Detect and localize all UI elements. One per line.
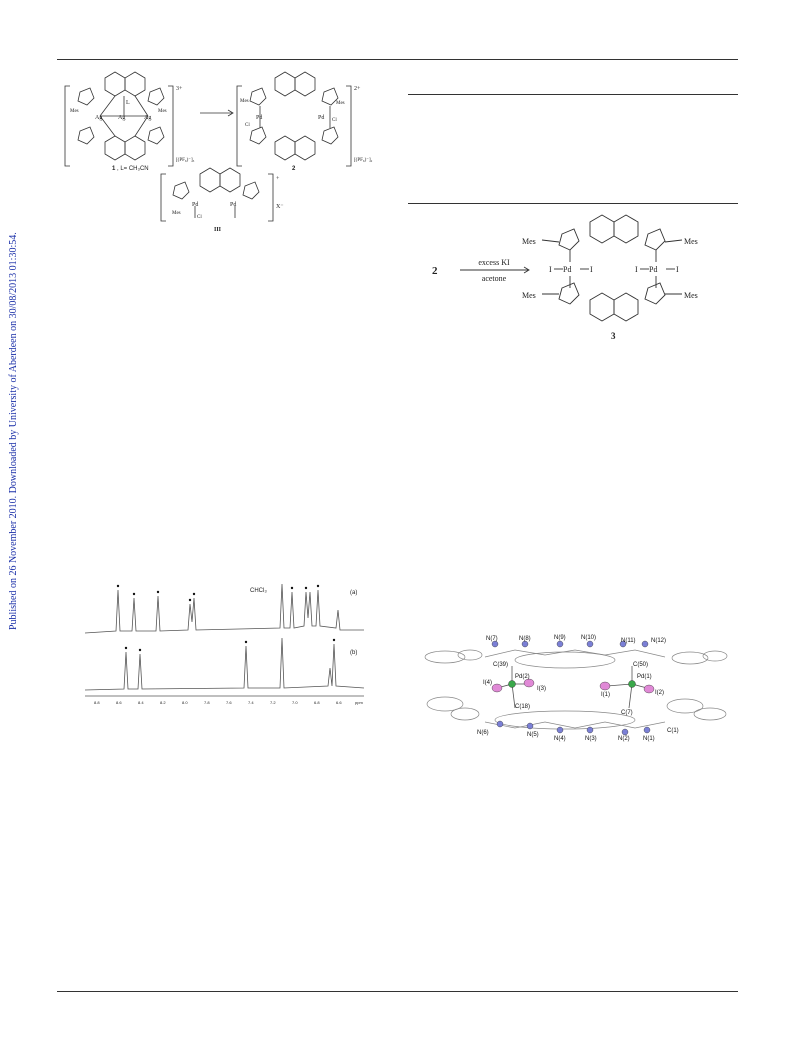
footer-rule <box>57 991 738 992</box>
pd-iii-left-label: Pd <box>192 202 198 208</box>
atom-label-n11: N(11) <box>621 638 636 644</box>
atom-label-n7: N(7) <box>486 636 498 642</box>
ag-right-label: Ag <box>144 115 151 121</box>
atom-label-n4: N(4) <box>554 736 566 742</box>
table-bottom-rule <box>408 203 738 204</box>
atom-label-c39: C(39) <box>493 662 508 668</box>
atom-label-n1: N(1) <box>643 736 655 742</box>
mes-label-d: Mes <box>684 291 698 300</box>
mes-label-2a: Mes <box>240 99 249 104</box>
nmr-tick: 6.6 <box>336 700 342 705</box>
atom-label-n8: N(8) <box>519 636 531 642</box>
atom-label-n10: N(10) <box>581 635 596 641</box>
nmr-tick: 8.6 <box>116 700 122 705</box>
atom-label-n2: N(2) <box>618 736 630 742</box>
mes-label-iii: Mes <box>172 211 181 216</box>
ligand-l-label: L <box>126 100 130 106</box>
nmr-tick: 7.6 <box>226 700 232 705</box>
atom-label-i4: I(4) <box>483 680 492 686</box>
i-label-b: I <box>590 265 593 274</box>
atom-label-c7: C(7) <box>621 710 633 716</box>
mes-label-c: Mes <box>522 291 536 300</box>
nmr-peak-markers <box>116 584 336 652</box>
pd-right-label: Pd <box>318 115 324 121</box>
nmr-tick: 7.2 <box>270 700 276 705</box>
nmr-tick: 7.4 <box>248 700 254 705</box>
compound-1-ligand: , L= CH₃CN <box>117 166 149 172</box>
nmr-tick: 7.0 <box>292 700 298 705</box>
charge-2: 2+ <box>354 86 361 92</box>
atom-label-c50: C(50) <box>633 662 648 668</box>
crystal-structure-figure: N(7) N(8) N(9) N(10) N(11) N(12) C(39) C… <box>424 635 728 742</box>
product-3-label: 3 <box>611 331 616 341</box>
mes-label-b: Mes <box>684 237 698 246</box>
download-note: Published on 26 November 2010. Downloade… <box>4 200 20 630</box>
compound-2-label: 2 <box>292 166 296 172</box>
pd-iii-right-label: Pd <box>230 202 236 208</box>
nmr-figure: CHCl₃ (a) (b) ppm 8.8 8.6 8.4 8.2 8.0 7.… <box>84 583 365 705</box>
download-note-text: Published on 26 November 2010. Downloade… <box>8 232 19 630</box>
atom-label-pd2: Pd(2) <box>515 674 530 680</box>
ppm-label: ppm <box>355 700 363 705</box>
mes-label-1a: Mes <box>70 109 79 114</box>
cl-left-label: Cl <box>245 123 250 128</box>
atom-label-c1: C(1) <box>667 728 679 734</box>
nmr-tick: 7.8 <box>204 700 210 705</box>
atom-label-n5: N(5) <box>527 732 539 738</box>
nmr-tick: 8.2 <box>160 700 166 705</box>
counterion-1: [(PF₆)⁻]₃ <box>176 158 195 163</box>
reactant-2-label: 2 <box>432 265 438 277</box>
i-label-c: I <box>635 265 638 274</box>
charge-3: + <box>276 176 280 182</box>
scheme-1-figure: 3+ [(PF₆)⁻]₃ 2+ [(PF₆)⁻]₂ + X⁻ Ag Ag Ag … <box>64 71 373 233</box>
atom-label-n6: N(6) <box>477 730 489 736</box>
reagent-top: excess KI <box>478 258 510 267</box>
cl-right-label: Cl <box>332 118 337 123</box>
atom-label-n9: N(9) <box>554 635 566 641</box>
nmr-tick: 8.8 <box>94 700 100 705</box>
counterion-3: X⁻ <box>276 204 284 210</box>
atom-label-i2: I(2) <box>655 690 664 696</box>
pd-right-label: Pd <box>649 265 657 274</box>
atom-label-pd1: Pd(1) <box>637 674 652 680</box>
compound-iii-label: III <box>214 227 222 233</box>
ag-center-label: Ag <box>118 115 125 121</box>
chcl3-label: CHCl₃ <box>250 588 267 594</box>
i-label-d: I <box>676 265 679 274</box>
compound-1-label: 1 <box>112 166 116 172</box>
mes-label-a: Mes <box>522 237 536 246</box>
nmr-tick-labels: 8.8 8.6 8.4 8.2 8.0 7.8 7.6 7.4 7.2 7.0 … <box>94 700 342 705</box>
pd-left-label: Pd <box>256 115 262 121</box>
scheme-2-figure: 2 excess KI acetone Pd Pd I I I I Mes Me… <box>432 214 698 341</box>
trace-a-label: (a) <box>350 590 357 596</box>
atom-label-i1: I(1) <box>601 692 610 698</box>
i-label-a: I <box>549 265 552 274</box>
charge-1: 3+ <box>176 86 183 92</box>
mes-label-1b: Mes <box>158 109 167 114</box>
mes-label-2b: Mes <box>336 101 345 106</box>
table-top-rule <box>408 94 738 95</box>
nmr-tick: 8.4 <box>138 700 144 705</box>
cl-iii-label: Cl <box>197 215 202 220</box>
atom-label-c18: C(18) <box>515 704 530 710</box>
atom-label-i3: I(3) <box>537 686 546 692</box>
nmr-tick: 8.0 <box>182 700 188 705</box>
reagent-bottom: acetone <box>482 274 507 283</box>
atom-label-n3: N(3) <box>585 736 597 742</box>
nmr-tick: 6.8 <box>314 700 320 705</box>
header-rule <box>57 59 738 60</box>
ag-left-label: Ag <box>95 115 102 121</box>
trace-b-label: (b) <box>350 650 357 656</box>
atom-label-n12: N(12) <box>651 638 666 644</box>
counterion-2: [(PF₆)⁻]₂ <box>354 158 373 163</box>
pd-left-label: Pd <box>563 265 571 274</box>
